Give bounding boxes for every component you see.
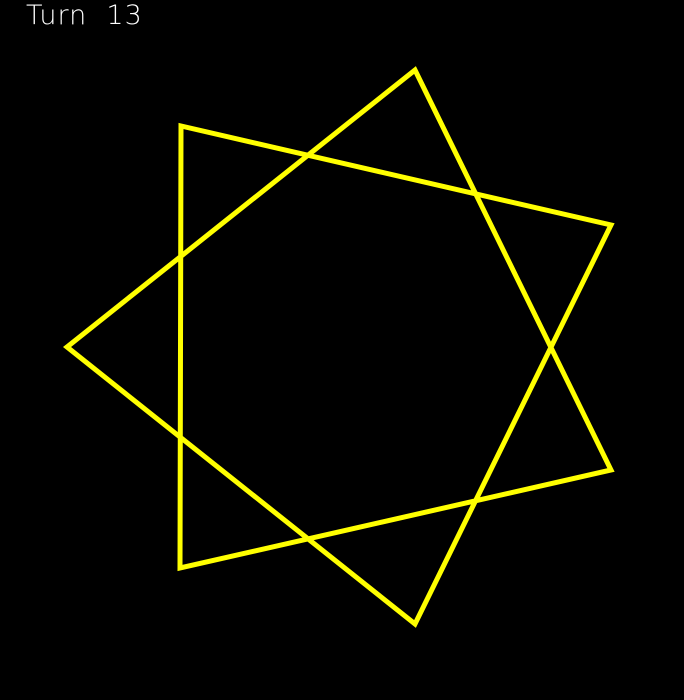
heptagram-outline — [62, 66, 615, 628]
turn-counter: Turn 13 — [26, 0, 143, 31]
